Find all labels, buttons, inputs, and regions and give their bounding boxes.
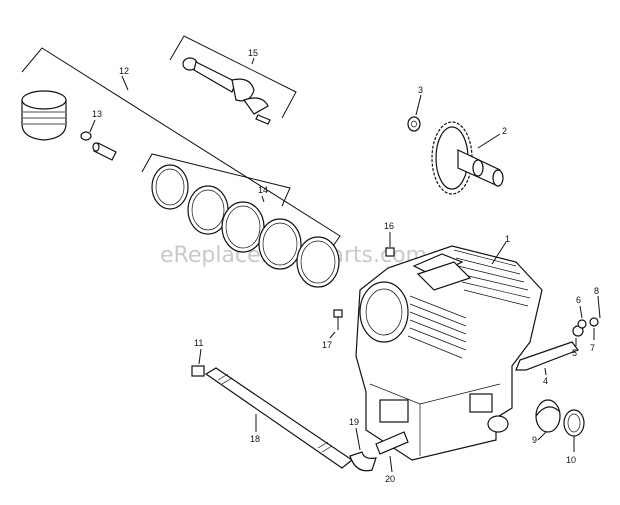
callout-9: 9 — [532, 435, 537, 445]
callout-6: 6 — [576, 295, 581, 305]
governor-rod-part — [515, 341, 579, 376]
bolt-17-part — [329, 309, 343, 339]
callout-2: 2 — [502, 126, 507, 136]
callout-5: 5 — [572, 348, 577, 358]
piston-part — [21, 90, 67, 141]
callout-19: 19 — [349, 417, 359, 427]
connecting-rod-part — [182, 57, 271, 125]
elbow-19-part — [349, 427, 377, 472]
callout-18: 18 — [250, 434, 260, 444]
nipple-20-part — [375, 431, 409, 473]
callout-17: 17 — [322, 340, 332, 350]
piston-pin-part — [92, 142, 117, 161]
plug-16-part — [385, 232, 395, 257]
callout-4: 4 — [543, 376, 548, 386]
fitting-11-part — [191, 348, 205, 377]
pin-retainer-part — [80, 119, 96, 141]
callout-20: 20 — [385, 474, 395, 484]
bracket-15 — [169, 35, 297, 119]
nut-5-6-part — [572, 305, 587, 346]
piston-rings-part — [151, 164, 340, 288]
shaft-18-part — [204, 367, 354, 469]
bearing-9-part — [535, 399, 561, 441]
clip-7-8-part — [589, 295, 601, 340]
callout-3: 3 — [418, 85, 423, 95]
callout-16: 16 — [384, 221, 394, 231]
engine-block-part — [355, 241, 543, 461]
callout-10: 10 — [566, 455, 576, 465]
callout-8: 8 — [594, 286, 599, 296]
callout-12: 12 — [119, 66, 129, 76]
bracket-14 — [141, 153, 291, 207]
callout-11: 11 — [194, 338, 203, 348]
seal-10-part — [563, 409, 585, 452]
camshaft-gear-part — [431, 121, 504, 195]
washer-part — [407, 94, 422, 132]
callout-15: 15 — [248, 48, 258, 58]
callout-1: 1 — [505, 234, 510, 244]
callout-13: 13 — [92, 109, 102, 119]
callout-7: 7 — [590, 343, 595, 353]
callout-14: 14 — [258, 185, 268, 195]
